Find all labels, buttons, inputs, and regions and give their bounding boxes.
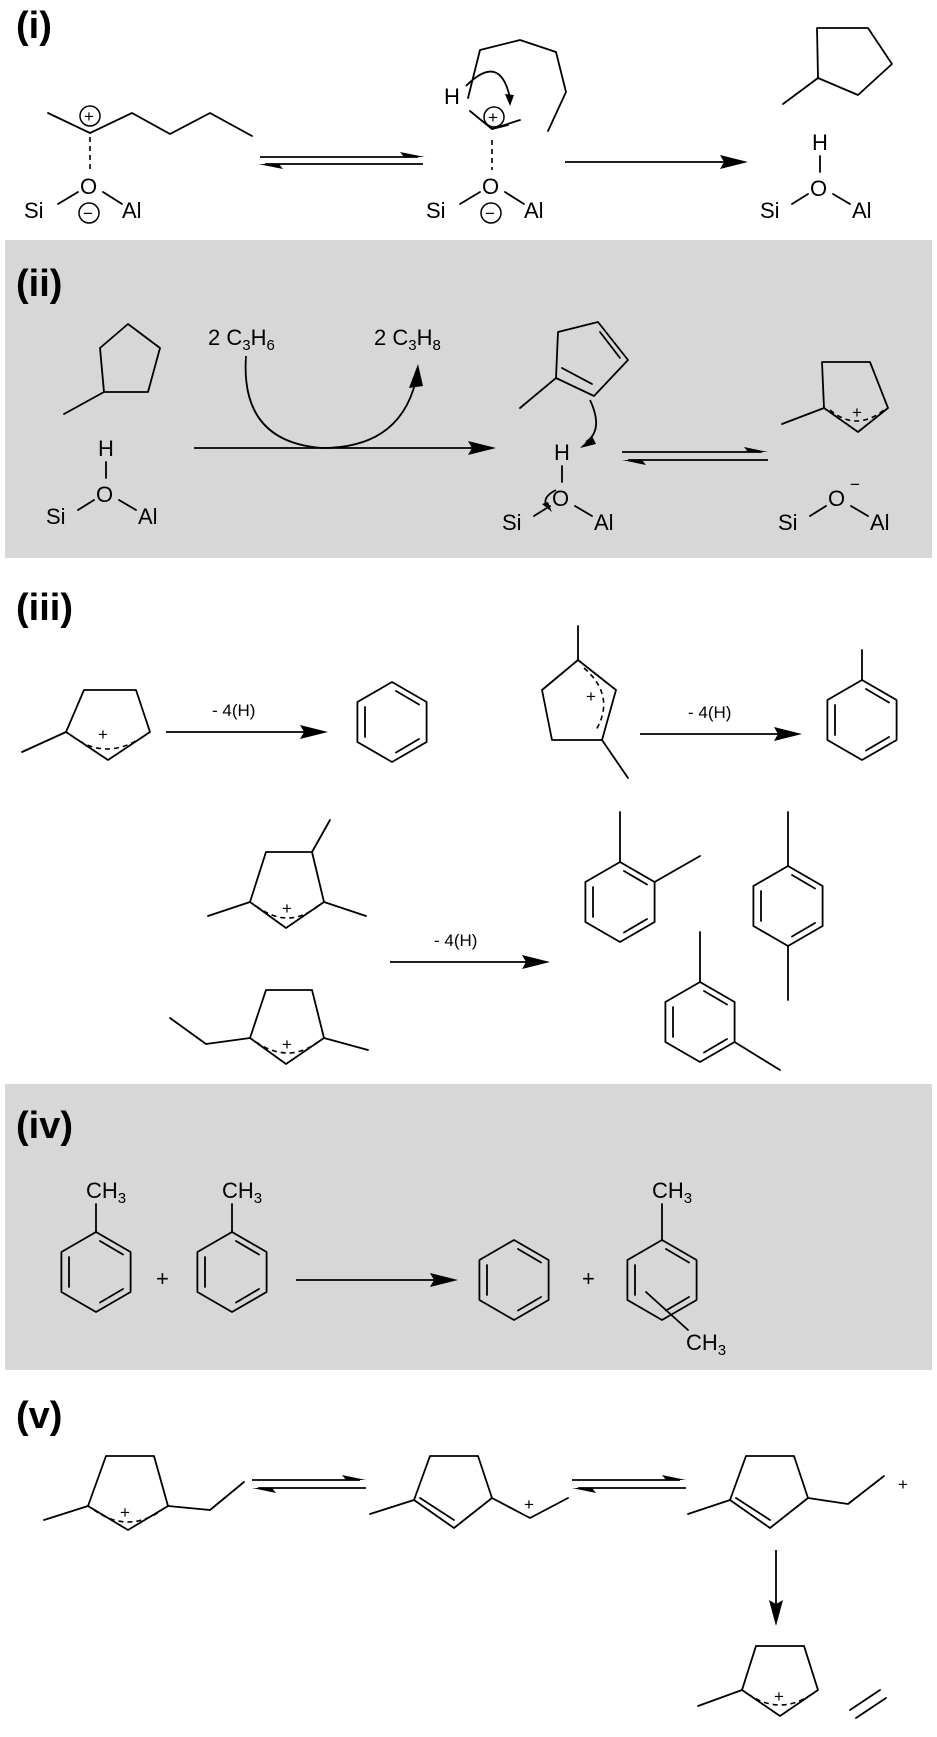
arrow-label-iii-b: - 4(H)	[688, 703, 731, 722]
methylcyclopentenyl-cation: +	[781, 361, 889, 433]
equilibrium-arrow-i	[258, 152, 425, 169]
si-atom: Si	[24, 198, 44, 223]
propene-label: 2 C3H6	[208, 325, 275, 354]
arrow-iii-a: - 4(H)	[166, 701, 328, 739]
panel-ii-background	[5, 240, 932, 558]
arrow-iv	[296, 1273, 458, 1287]
methylcyclopentane-ii	[63, 323, 161, 415]
o-atom: O	[80, 174, 97, 199]
si-atom-ii-b: Si	[502, 510, 522, 535]
arrow-iii-b: - 4(H)	[640, 703, 802, 741]
allyl-plus-iii-a: +	[98, 725, 108, 744]
primary-plus-v-c: +	[898, 1475, 908, 1494]
h-atom-ii: H	[98, 436, 114, 461]
methylcyclopentene-ethyl-cation: +	[369, 1455, 569, 1529]
arrow-label-iii-a: - 4(H)	[212, 701, 255, 720]
methylcyclopentene	[519, 321, 629, 448]
allyl-plus-ii: +	[852, 403, 862, 422]
si-atom-ii-c: Si	[778, 510, 798, 535]
ch3-label-iv-a: CH3	[86, 1178, 126, 1207]
arrow-label-iii-c: - 4(H)	[434, 931, 477, 950]
panel-i-label: (i)	[16, 5, 52, 47]
equilibrium-arrow-ii	[622, 447, 768, 465]
xylene-iv: CH3 CH3	[626, 1178, 726, 1359]
oxide-minus-2: −	[485, 204, 495, 223]
reaction-arrow-i	[565, 155, 748, 169]
allyl-plus-v-a: +	[120, 1503, 130, 1522]
p-xylene	[752, 811, 824, 1001]
bronsted-site-i: H O Si Al	[760, 130, 872, 223]
toluene-iv-b: CH3	[196, 1178, 268, 1313]
hydride-h: H	[444, 84, 460, 109]
ch3-label-iv-d: CH3	[686, 1330, 726, 1359]
methylcyclopentenyl-v-product: +	[697, 1645, 819, 1717]
alkoxide-site-ii: O − Si Al	[778, 475, 890, 535]
reaction-arrow-ii	[194, 441, 496, 455]
al-atom-3: Al	[852, 198, 872, 223]
o-atom-2: O	[482, 174, 499, 199]
equilibrium-arrow-v-b	[572, 1475, 686, 1493]
m-xylene	[664, 931, 781, 1071]
arrow-iii-c: - 4(H)	[390, 931, 550, 969]
carbenium-plus: +	[84, 107, 94, 126]
o-xylene	[584, 811, 701, 943]
al-atom-2: Al	[524, 198, 544, 223]
panel-iv-label: (iv)	[16, 1105, 73, 1147]
si-atom-2: Si	[426, 198, 446, 223]
benzene-iii	[356, 681, 428, 763]
ethyl-methylcyclopentenyl: +	[169, 989, 369, 1065]
methylcyclopentane-product	[782, 27, 893, 105]
arrow-v-down	[769, 1550, 783, 1626]
ethyl-methylcyclopentenyl-v-a: +	[43, 1455, 245, 1531]
hydride-transfer-reagents: 2 C3H6 2 C3H8	[208, 325, 441, 449]
trimethylcyclopentenyl: +	[207, 819, 367, 929]
si-atom-ii: Si	[46, 504, 66, 529]
primary-plus-v-b: +	[524, 1495, 534, 1514]
allyl-plus-iii-d: +	[282, 1035, 292, 1054]
plus-iv-b: +	[582, 1266, 595, 1291]
bronsted-site-ii: H O Si Al	[46, 436, 158, 529]
ch3-label-iv-b: CH3	[222, 1178, 262, 1207]
oxide-minus: −	[83, 204, 93, 223]
panel-v-label: (v)	[16, 1395, 62, 1437]
h-atom-ii-b: H	[554, 440, 570, 465]
equilibrium-arrow-v-a	[252, 1475, 366, 1493]
o-atom-ii-b: O	[552, 486, 569, 511]
bronsted-site-ii-b: H O Si Al	[502, 440, 614, 535]
toluene-iv-a: CH3	[60, 1178, 132, 1313]
methylcyclopentenyl-iii-a: +	[21, 689, 151, 761]
al-atom: Al	[122, 198, 142, 223]
al-atom-ii-b: Al	[594, 510, 614, 535]
o-atom-ii: O	[96, 482, 113, 507]
al-atom-ii: Al	[138, 504, 158, 529]
hexyl-carbenium-alkoxide: + O Si Al −	[24, 105, 253, 224]
panel-iii-label: (iii)	[16, 587, 73, 629]
allyl-plus-iii-b: +	[586, 687, 596, 706]
propane-label: 2 C3H8	[374, 325, 441, 354]
alkoxide-minus: −	[850, 475, 860, 494]
o-atom-3: O	[810, 176, 827, 201]
carbenium-plus-2: +	[488, 108, 498, 127]
h-atom-i: H	[812, 130, 828, 155]
panel-ii-label: (ii)	[16, 263, 62, 305]
cyclizing-carbenium: H + O Si Al −	[426, 39, 567, 224]
allyl-plus-v-d: +	[774, 1687, 784, 1706]
al-atom-ii-c: Al	[870, 510, 890, 535]
toluene-iii	[826, 649, 898, 761]
plus-iv-a: +	[156, 1266, 169, 1291]
panel-iv-background	[5, 1084, 932, 1370]
ethylene-v	[849, 1689, 887, 1719]
allyl-plus-iii-c: +	[282, 899, 292, 918]
si-atom-3: Si	[760, 198, 780, 223]
methylcyclopentene-ethyl-cation-c: +	[687, 1455, 908, 1529]
o-atom-ii-c: O	[828, 486, 845, 511]
ch3-label-iv-c: CH3	[652, 1178, 692, 1207]
dimethylcyclopentenyl-iii-b: +	[541, 625, 629, 779]
